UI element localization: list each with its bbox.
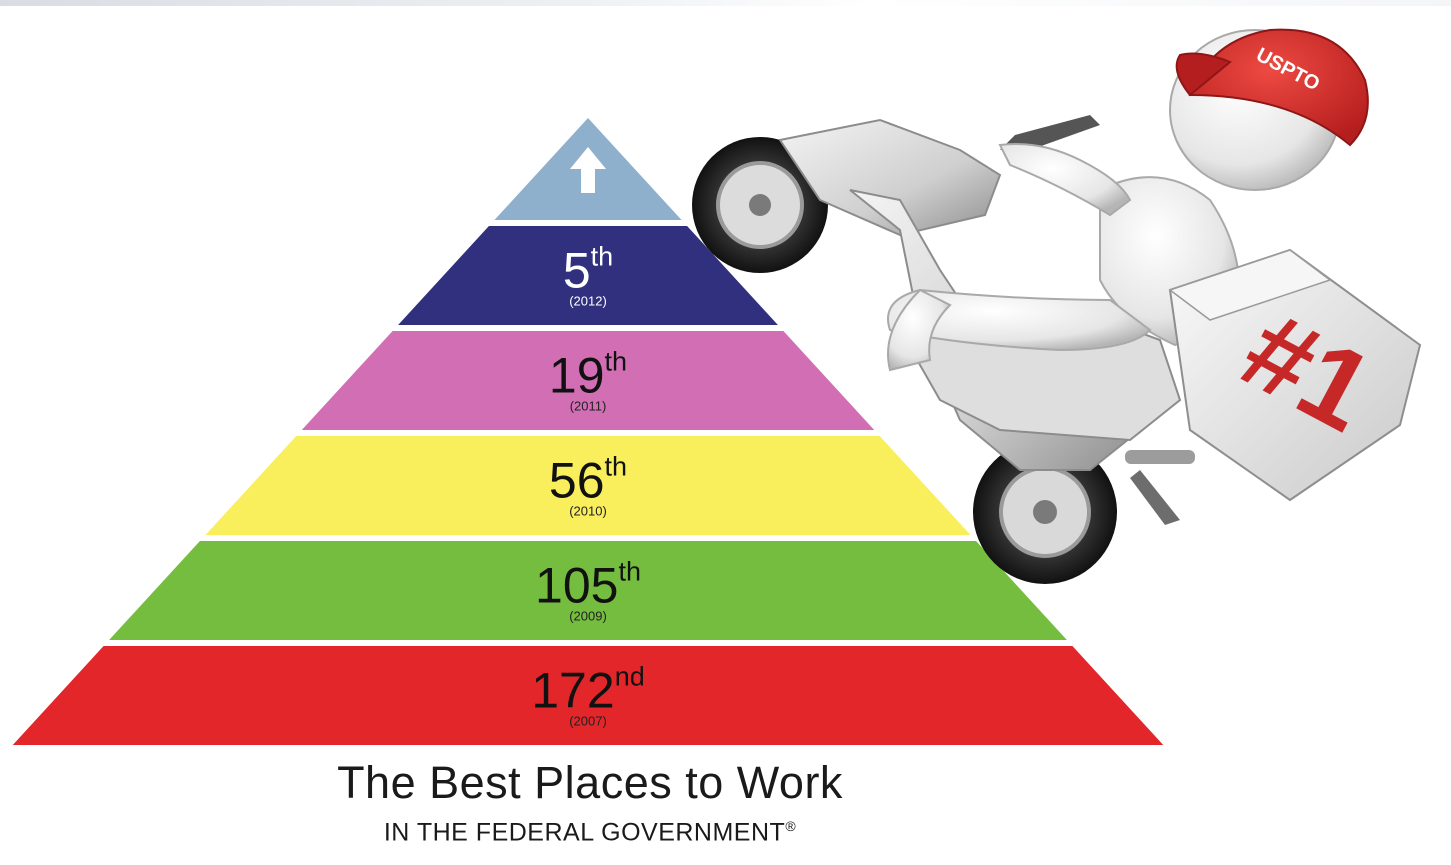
up-arrow-icon xyxy=(570,147,606,193)
pyramid-tier-6 xyxy=(12,646,1164,745)
caption-subtitle-text: IN THE FEDERAL GOVERNMENT xyxy=(383,818,786,847)
rear-wheel-icon xyxy=(973,440,1117,584)
delivery-box-icon: #1 xyxy=(1168,248,1422,502)
registered-mark: ® xyxy=(785,818,797,834)
pyramid-rank-label: 5th xyxy=(563,242,613,299)
scooter-rider-illustration: USPTO #1 xyxy=(692,28,1422,584)
pyramid-rank-label: 105th xyxy=(535,557,641,614)
pyramid-tier-5 xyxy=(109,541,1067,640)
pyramid-year-label: (2011) xyxy=(570,399,607,414)
caption-subtitle: IN THE FEDERAL GOVERNMENT® xyxy=(0,811,1180,847)
ranking-pyramid: 5th(2012) 19th(2011) 56th(2010) 105th(2009)… xyxy=(12,118,1164,745)
pyramid-rank-label: 19th xyxy=(549,347,627,404)
pyramid-tier-4 xyxy=(205,436,971,535)
front-wheel-icon xyxy=(692,137,828,273)
pyramid-rank-label: 56th xyxy=(549,452,627,509)
caption-title: The Best Places to Work xyxy=(337,757,843,808)
pyramid-year-label: (2009) xyxy=(569,609,607,624)
pyramid-year-label: (2010) xyxy=(569,504,607,519)
uspto-cap-icon: USPTO xyxy=(1175,28,1369,147)
pyramid-tier-2 xyxy=(398,226,778,325)
top-band xyxy=(0,0,1451,6)
caption: The Best Places to Work IN THE FEDERAL G… xyxy=(0,755,1180,847)
pyramid-tier-3 xyxy=(301,331,875,430)
pyramid-rank-label: 172nd xyxy=(531,662,644,719)
pyramid-year-label: (2012) xyxy=(569,294,607,309)
pyramid-year-label: (2007) xyxy=(569,714,607,729)
